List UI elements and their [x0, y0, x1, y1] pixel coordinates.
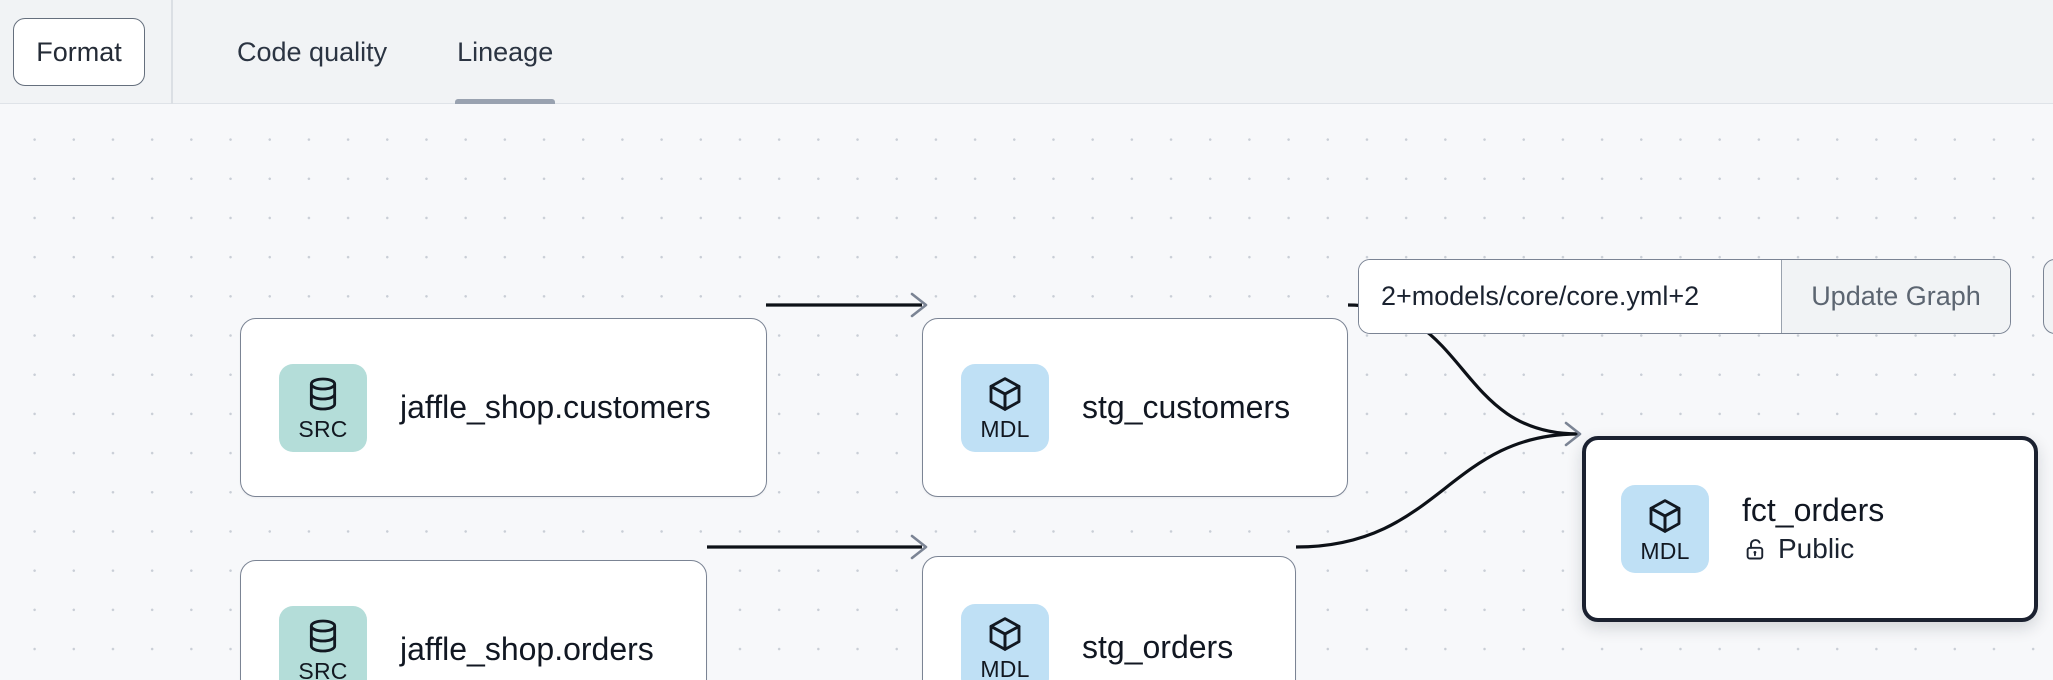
toolbar-divider	[171, 0, 173, 104]
update-graph-button[interactable]: Update Graph	[1781, 260, 2010, 333]
lineage-canvas[interactable]: SRC jaffle_shop.customers MDL stg_custom…	[0, 104, 2053, 680]
tab-lineage[interactable]: Lineage	[455, 0, 556, 104]
cube-icon	[989, 377, 1021, 411]
node-text: jaffle_shop.orders	[400, 630, 654, 668]
format-button-label: Format	[36, 36, 122, 67]
node-text: stg_orders	[1082, 628, 1234, 666]
node-text: jaffle_shop.customers	[400, 388, 711, 426]
tab-bar: Code quality Lineage	[235, 0, 556, 104]
edge-orders-to-stg-orders	[707, 534, 928, 560]
database-icon	[309, 377, 337, 411]
source-badge: SRC	[279, 363, 367, 452]
toolbar-overflow-control[interactable]	[2043, 259, 2053, 334]
source-badge-label: SRC	[298, 658, 348, 680]
node-title: fct_orders	[1742, 492, 1885, 529]
tab-lineage-underline	[455, 99, 556, 104]
tab-code-quality[interactable]: Code quality	[235, 0, 389, 104]
edge-customers-to-stg-customers	[766, 292, 928, 318]
model-badge: MDL	[961, 603, 1049, 680]
lineage-node-stg-customers[interactable]: MDL stg_customers	[922, 318, 1348, 497]
graph-selector-control: Update Graph	[1358, 259, 2011, 334]
tab-lineage-label: Lineage	[457, 36, 554, 67]
lineage-node-fct-orders[interactable]: MDL fct_orders Public	[1582, 436, 2038, 622]
model-badge-label: MDL	[980, 416, 1030, 442]
source-badge-label: SRC	[298, 416, 348, 442]
lineage-node-jaffle-shop-customers[interactable]: SRC jaffle_shop.customers	[240, 318, 767, 497]
model-badge-label: MDL	[980, 656, 1030, 680]
node-title: stg_customers	[1082, 388, 1291, 425]
node-title: stg_orders	[1082, 628, 1234, 665]
lineage-node-jaffle-shop-orders[interactable]: SRC jaffle_shop.orders	[240, 560, 707, 680]
model-badge-label: MDL	[1640, 537, 1690, 564]
model-badge: MDL	[1621, 485, 1709, 573]
format-button[interactable]: Format	[13, 18, 145, 86]
cube-icon	[1649, 498, 1681, 533]
unlock-icon	[1746, 538, 1764, 560]
model-badge: MDL	[961, 363, 1049, 452]
node-access-badge: Public	[1742, 533, 1884, 565]
cube-icon	[989, 617, 1021, 651]
node-access-label: Public	[1778, 533, 1855, 565]
node-title: jaffle_shop.orders	[400, 630, 654, 667]
node-text: fct_orders Public	[1742, 492, 1885, 565]
database-icon	[309, 619, 337, 653]
top-toolbar: Format Code quality Lineage	[0, 0, 2053, 104]
tab-code-quality-label: Code quality	[237, 36, 388, 67]
graph-selector-input[interactable]	[1359, 260, 1781, 333]
lineage-node-stg-orders[interactable]: MDL stg_orders	[922, 556, 1296, 680]
node-title: jaffle_shop.customers	[400, 388, 711, 425]
node-text: stg_customers	[1082, 388, 1291, 426]
source-badge: SRC	[279, 605, 367, 680]
